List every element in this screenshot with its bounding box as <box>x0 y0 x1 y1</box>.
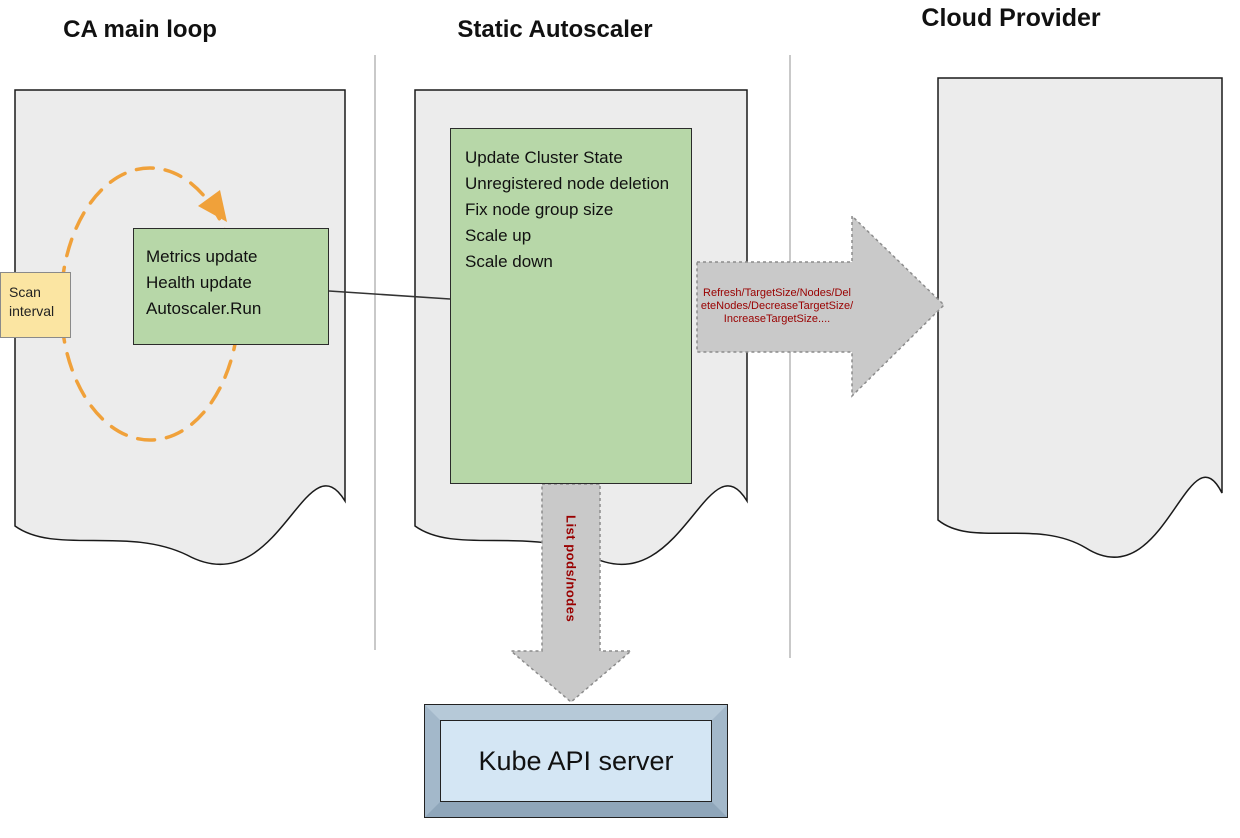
autoscaler-steps-box: Update Cluster State Unregistered node d… <box>450 128 692 484</box>
kube-api-server-box: Kube API server <box>424 704 728 818</box>
arrow-to-kube-api-icon <box>508 483 634 703</box>
autoscaler-step: Scale up <box>465 226 532 245</box>
arrow-to-cloud-provider-icon <box>696 214 946 398</box>
kube-api-calls-label: List pods/nodes <box>563 515 579 623</box>
header-ca-main-loop: CA main loop <box>63 16 217 43</box>
main-loop-step: Health update <box>146 273 252 292</box>
cloud-provider-calls-label: Refresh/TargetSize/Nodes/DeleteNodes/Dec… <box>700 286 854 325</box>
header-static-autoscaler: Static Autoscaler <box>457 16 653 43</box>
autoscaler-step: Scale down <box>465 252 553 271</box>
header-cloud-provider: Cloud Provider <box>921 4 1101 32</box>
kube-api-server-label: Kube API server <box>478 745 674 776</box>
scan-loop-arrowhead-icon <box>198 190 227 222</box>
document-shape-cloud-provider <box>937 77 1223 558</box>
autoscaler-step: Fix node group size <box>465 200 614 219</box>
autoscaler-step: Update Cluster State <box>465 148 623 167</box>
main-loop-step: Autoscaler.Run <box>146 299 262 318</box>
connector-line-main-to-autoscaler <box>328 290 451 300</box>
main-loop-step: Metrics update <box>146 247 258 266</box>
autoscaler-step: Unregistered node deletion <box>465 174 670 193</box>
main-loop-steps-box: Metrics update Health update Autoscaler.… <box>133 228 329 345</box>
scan-interval-note: Scan interval <box>0 272 71 338</box>
